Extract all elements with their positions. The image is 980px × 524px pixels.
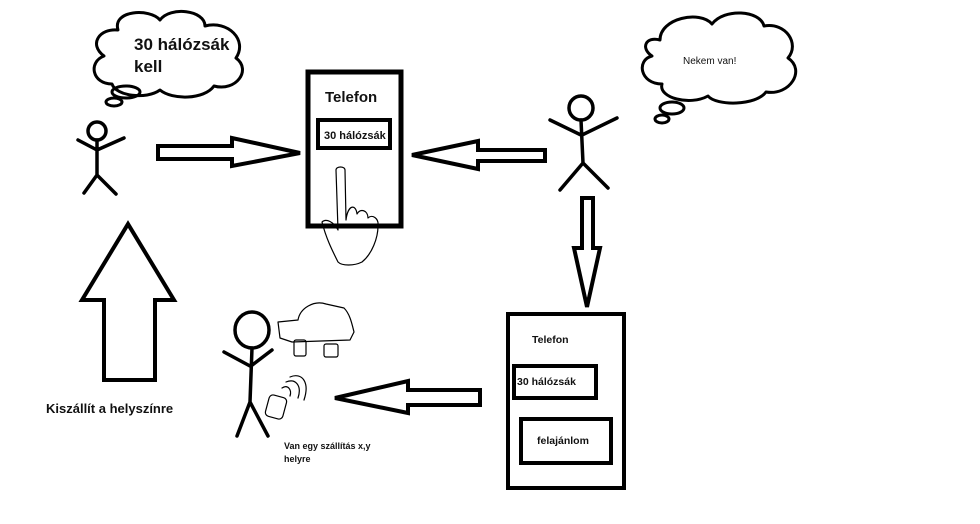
phone-top-field: 30 hálózsák (324, 130, 387, 142)
courier-caption-line-2: helyre (284, 454, 311, 464)
arrow-to-courier (334, 378, 482, 416)
arrow-up-delivery (78, 220, 178, 382)
ringing-phone-icon (264, 375, 307, 420)
phone-bottom: Telefon 30 hálózsák felajánlom (506, 312, 626, 490)
phone-bottom-field: 30 hálózsák (517, 376, 576, 388)
courier-stick-figure (222, 310, 274, 438)
phone-bottom-title: Telefon (532, 334, 569, 346)
requester-thought-line-1: 30 hálózsák (134, 35, 230, 54)
arrow-down-to-offer (571, 196, 603, 308)
supplier-thought-cloud: Nekem van! (640, 11, 798, 125)
requester-thought-cloud: 30 hálózsák kell (92, 9, 244, 108)
requester-thought-line-2: kell (134, 57, 162, 76)
phone-top: Telefon 30 hálózsák (305, 69, 404, 229)
pointing-hand-icon (321, 166, 379, 266)
car-icon (277, 302, 355, 358)
offer-button-label: felajánlom (537, 435, 589, 447)
arrow-from-supplier (411, 138, 547, 172)
requester-stick-figure (76, 120, 126, 196)
arrow-to-phone (156, 135, 301, 169)
supplier-stick-figure (548, 94, 619, 192)
courier-caption-line-1: Van egy szállítás x,y (284, 441, 371, 451)
delivery-caption: Kiszállít a helyszínre (46, 401, 173, 416)
supplier-thought-text: Nekem van! (683, 56, 736, 67)
phone-top-title: Telefon (325, 89, 377, 106)
